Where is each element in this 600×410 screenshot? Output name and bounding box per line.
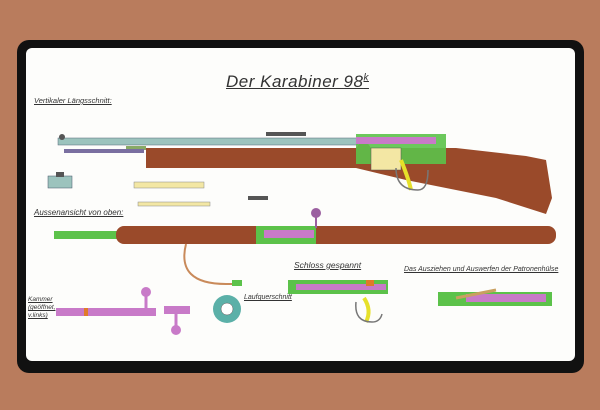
heading-top-view: Aussenansicht von oben: [34,208,124,217]
cleaning-rod-parts [133,181,268,207]
rifle-diagram [47,132,556,335]
heading-longitudinal-section: Vertikaler Längsschnitt: [34,96,112,105]
extraction-drawing [438,288,552,306]
heading-bolt-cocked: Schloss gespannt [294,260,362,270]
poster-sheet: Der Karabiner 98k Vertikaler Längsschnit… [26,48,575,361]
heading-extraction: Das Ausziehen und Auswerfen der Patronen… [404,266,559,273]
rifle-top-view [54,208,556,286]
poster-title: Der Karabiner 98k [226,72,369,91]
bolt-cocked-drawing [288,280,388,323]
rifle-side-view [57,132,552,214]
barrel-cross-section-drawing [213,295,241,323]
bolt-open-drawing [56,287,190,335]
heading-barrel-cross-section: Laufquerschnitt [244,294,292,301]
heading-bolt-open: Kammer (geöffnet, v.links) [28,296,56,319]
rear-sight-detail [47,172,73,189]
